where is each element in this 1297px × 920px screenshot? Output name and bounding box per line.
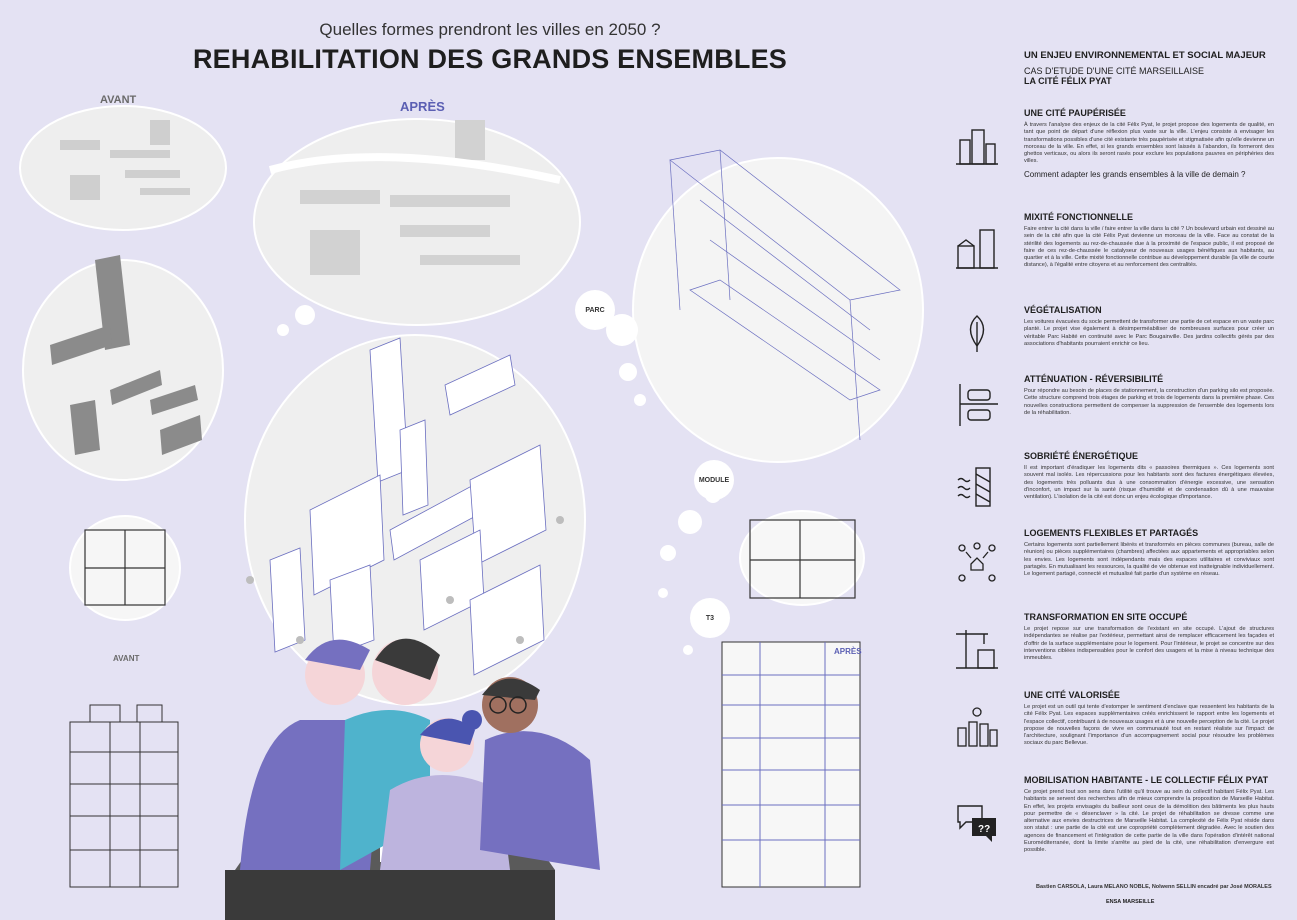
section-sobriete-energetique: SOBRIÉTÉ ÉNERGÉTIQUE Il est important d'… [1024, 451, 1274, 501]
section-cite-pauperisee: UNE CITÉ PAUPÉRISÉE À travers l'analyse … [1024, 108, 1274, 179]
shared-people-icon [958, 542, 996, 582]
section-mixite-fonctionnelle: MIXITÉ FONCTIONNELLE Faire entrer la cit… [1024, 212, 1274, 270]
svg-text:??: ?? [978, 824, 990, 835]
label-parc: PARC [575, 290, 615, 330]
section-text: Faire entrer la cité dans la ville / fai… [1024, 226, 1274, 269]
label-avant-top: AVANT [100, 94, 137, 106]
shop-building-icon [956, 229, 998, 269]
credits: Bastien CARSOLA, Laura MELANO NOBLE, Nol… [1036, 884, 1272, 890]
speech-bubbles-icon: ?? [957, 805, 996, 842]
people-illustration [225, 638, 600, 920]
leaf-icon [969, 315, 985, 352]
label-avant-bottom: AVANT [113, 654, 140, 663]
section-title: MOBILISATION HABITANTE - LE COLLECTIF FÉ… [1024, 775, 1269, 785]
avant-axonometric-view [22, 255, 224, 481]
section-text: Le projet repose sur une transformation … [1024, 626, 1274, 662]
section-text: Ce projet prend tout son sens dans l'uti… [1024, 789, 1274, 854]
section-title: VÉGÉTALISATION [1024, 305, 1102, 315]
label-module: MODULE [694, 460, 734, 500]
apres-aerial-view [253, 118, 581, 326]
section-text: À travers l'analyse des enjeux de la cit… [1024, 122, 1274, 165]
central-axonometric-view [244, 334, 586, 706]
section-vegetalisation: VÉGÉTALISATION Les voitures évacuées du … [1024, 305, 1274, 348]
sun-city-icon [957, 707, 998, 747]
t3-floorplan [739, 510, 865, 606]
section-text: Les voitures évacuées du socle permetten… [1024, 319, 1274, 347]
section-transformation-site-occupe: TRANSFORMATION EN SITE OCCUPÉ Le projet … [1024, 612, 1274, 662]
crane-building-icon [956, 630, 998, 669]
avant-aerial-view [19, 105, 227, 231]
section-text: Pour répondre au besoin de places de sta… [1024, 388, 1274, 416]
poster-subtitle: Quelles formes prendront les villes en 2… [319, 20, 661, 39]
section-title: UNE CITÉ VALORISÉE [1024, 690, 1120, 700]
city-buildings-icon [956, 129, 998, 165]
intro-line2: LA CITÉ FÉLIX PYAT [1024, 76, 1112, 86]
section-title: TRANSFORMATION EN SITE OCCUPÉ [1024, 612, 1188, 622]
intro-block: UN ENJEU ENVIRONNEMENTAL ET SOCIAL MAJEU… [1024, 50, 1276, 86]
label-apres-bottom: APRÈS [834, 647, 862, 656]
section-mobilisation-habitante: MOBILISATION HABITANTE - LE COLLECTIF FÉ… [1024, 775, 1274, 855]
avant-section-drawing [69, 704, 179, 888]
insulation-wall-icon [957, 467, 991, 507]
section-title: LOGEMENTS FLEXIBLES ET PARTAGÉS [1024, 528, 1199, 538]
section-title: UNE CITÉ PAUPÉRISÉE [1024, 108, 1126, 118]
intro-heading: UN ENJEU ENVIRONNEMENTAL ET SOCIAL MAJEU… [1024, 50, 1266, 61]
module-axonometric-view [632, 149, 924, 463]
section-text: Le projet est un outil qui tente d'estom… [1024, 704, 1274, 747]
section-logements-flexibles: LOGEMENTS FLEXIBLES ET PARTAGÉS Certains… [1024, 528, 1274, 578]
section-text: Certains logements sont partiellement li… [1024, 542, 1274, 578]
section-title: SOBRIÉTÉ ÉNERGÉTIQUE [1024, 451, 1139, 461]
school-name: ENSA MARSEILLE [1106, 899, 1155, 905]
label-t3: T3 [690, 598, 730, 638]
apres-section-drawing [721, 641, 861, 888]
label-apres-top: APRÈS [400, 99, 445, 114]
poster-title: REHABILITATION DES GRANDS ENSEMBLES [192, 44, 788, 74]
section-text: Il est important d'éradiquer les logemen… [1024, 465, 1274, 501]
section-attenuation-reversibilite: ATTÉNUATION - RÉVERSIBILITÉ Pour répondr… [1024, 374, 1274, 417]
intro-line1: CAS D'ETUDE D'UNE CITÉ MARSEILLAISE [1024, 66, 1204, 76]
parking-cars-icon [959, 384, 998, 426]
section-title: MIXITÉ FONCTIONNELLE [1024, 212, 1133, 222]
illustration-layer [19, 105, 924, 920]
avant-floorplan [69, 515, 181, 621]
section-title: ATTÉNUATION - RÉVERSIBILITÉ [1024, 374, 1164, 384]
section-question: Comment adapter les grands ensembles à l… [1024, 169, 1246, 179]
section-cite-valorisee: UNE CITÉ VALORISÉE Le projet est un outi… [1024, 690, 1274, 748]
